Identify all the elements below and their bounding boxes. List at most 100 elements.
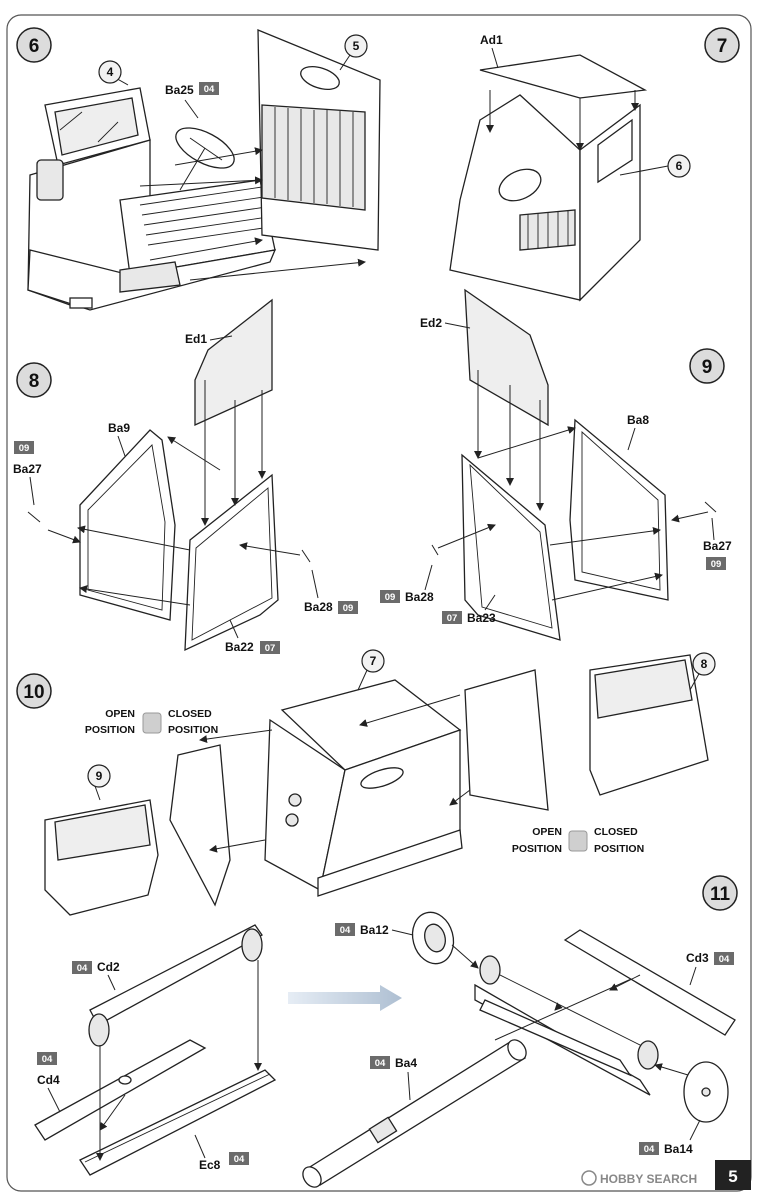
door-frame-ba8 (569, 418, 669, 601)
part-label-cd4: Cd4 (37, 1073, 60, 1087)
part-label-cd3: Cd3 (686, 951, 709, 965)
paint-tag-text: 04 (719, 954, 730, 965)
step-number: 9 (702, 357, 713, 378)
step-number-circle (704, 27, 740, 63)
paint-tag-text: 07 (447, 613, 458, 624)
right-assembly (474, 955, 659, 1096)
part-label-ed1: Ed1 (185, 332, 207, 346)
paint-tag (72, 961, 92, 974)
callout-circle (361, 649, 385, 673)
paint-tag-text: 09 (385, 592, 396, 603)
page-border (6, 14, 752, 1192)
part-label-ad1: Ad1 (480, 33, 503, 47)
paint-tag-text: 04 (77, 963, 88, 974)
part-label-ba23: Ba23 (467, 611, 496, 625)
paint-tag (37, 1052, 57, 1065)
legend-icon (142, 712, 162, 734)
cab-front-assembly (27, 87, 277, 311)
left-door-open (169, 744, 231, 907)
step-7: 7 Ad1 6 (449, 27, 740, 302)
page-number: 5 (728, 1167, 737, 1186)
callout-circle (692, 652, 716, 676)
paint-tag (199, 82, 219, 95)
callout-part-7: 7 (370, 654, 377, 668)
paint-tag (14, 441, 34, 454)
paint-tag-text: 04 (42, 1054, 53, 1065)
part-label-ba28: Ba28 (304, 600, 333, 614)
door-panel-ba22 (184, 473, 279, 652)
step-number: 11 (710, 884, 731, 905)
part-label-ba28: Ba28 (405, 590, 434, 604)
legend-closed: CLOSED (168, 708, 212, 720)
door-panel-ba23 (461, 453, 561, 641)
paint-tag-text: 09 (19, 443, 30, 454)
callout-part-9: 9 (96, 769, 103, 783)
paint-tag-text: 09 (711, 559, 722, 570)
paint-tag-text: 09 (343, 603, 354, 614)
right-door-open (464, 669, 549, 811)
part-label-ba22: Ba22 (225, 640, 254, 654)
brake-drum-ba12 (411, 911, 455, 965)
part-label-ba14: Ba14 (664, 1142, 693, 1156)
roof-panel (479, 54, 648, 99)
paint-tag-text: 04 (204, 84, 215, 95)
plate-cd3 (563, 929, 736, 1036)
paint-tag (706, 557, 726, 570)
step-number-circle (16, 27, 52, 63)
callout-circle (98, 60, 122, 84)
step-number-circle (16, 362, 52, 398)
legend-closed-2: POSITION (168, 724, 218, 736)
door-9-closed (44, 799, 159, 916)
callout-part-4: 4 (107, 65, 114, 79)
handle-ba27 (27, 511, 41, 523)
step-number-circle (689, 348, 725, 384)
part-label-ec8: Ec8 (199, 1158, 221, 1172)
door-8-closed (589, 654, 709, 796)
handle-ba28 (431, 544, 439, 556)
beam-ec8 (79, 1069, 277, 1176)
callout-circle (87, 764, 111, 788)
callout-circle (667, 154, 691, 178)
step-number: 8 (29, 371, 40, 392)
paint-tag-text: 04 (375, 1058, 386, 1069)
door-glass-ed2 (464, 288, 549, 427)
steering-wheel (175, 127, 235, 191)
step-number: 6 (29, 36, 40, 57)
callout-part-6: 6 (676, 159, 683, 173)
paint-tag (335, 923, 355, 936)
part-label-ba8: Ba8 (627, 413, 649, 427)
assembled-cab (449, 94, 641, 302)
step-10: 10 OPEN POSITION CLOSED POSITION OPEN PO… (16, 649, 716, 916)
part-label-ba27: Ba27 (13, 462, 42, 476)
legend-right: OPEN POSITION CLOSED POSITION (512, 826, 644, 855)
paint-tag (380, 590, 400, 603)
part-label-ed2: Ed2 (420, 316, 442, 330)
watermark-text: HOBBY SEARCH (600, 1172, 697, 1186)
part-label-ba12: Ba12 (360, 923, 389, 937)
paint-tag (229, 1152, 249, 1165)
watermark: HOBBY SEARCH (581, 1170, 697, 1186)
paint-tag (714, 952, 734, 965)
paint-tag (442, 611, 462, 624)
paint-tag (260, 641, 280, 654)
flow-arrow (288, 985, 402, 1011)
part-label-ba27: Ba27 (703, 539, 732, 553)
legend-closed: CLOSED (594, 826, 638, 838)
legend-open-2: POSITION (512, 843, 562, 855)
part-label-ba9: Ba9 (108, 421, 130, 435)
page-number-box: 5 (715, 1160, 751, 1190)
axle-ba4 (302, 1039, 527, 1188)
rear-wall (257, 29, 381, 251)
plate-cd4 (34, 1039, 207, 1141)
paint-tag-text: 04 (234, 1154, 245, 1165)
cab-body (264, 679, 463, 897)
paint-tag (338, 601, 358, 614)
step-11: 11 Cd2 04 04 Cd4 Ec8 04 (34, 875, 738, 1188)
legend-icon (568, 830, 588, 852)
legend-closed-2: POSITION (594, 843, 644, 855)
paint-tag (370, 1056, 390, 1069)
legend-open-2: POSITION (85, 724, 135, 736)
step-8: 8 Ed1 Ba9 09 Ba27 Ba28 09 Ba22 07 (13, 298, 358, 654)
